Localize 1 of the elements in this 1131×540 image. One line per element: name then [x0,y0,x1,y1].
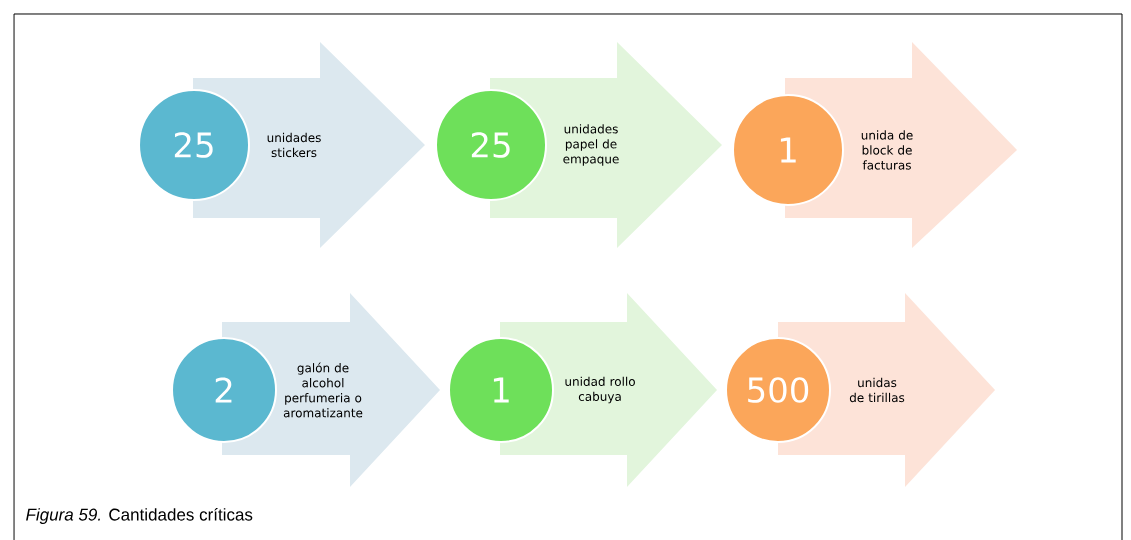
caption: Figura 59. Cantidades críticas [26,507,253,524]
